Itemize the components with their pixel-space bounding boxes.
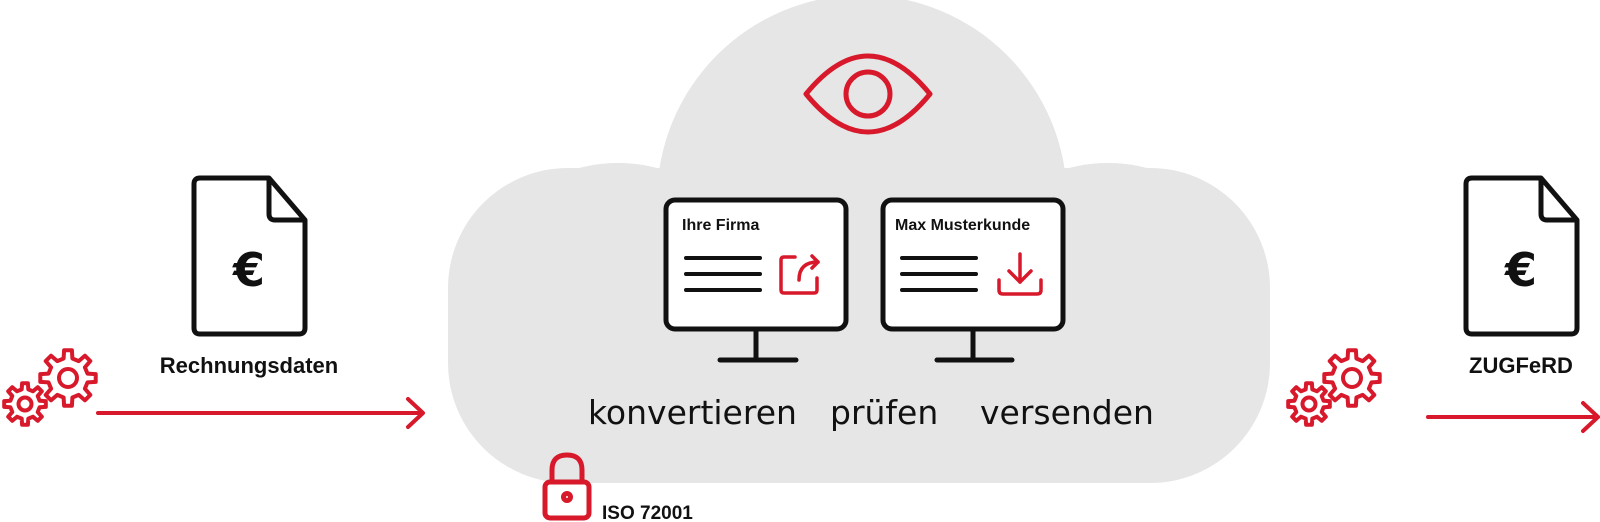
monitor-max-musterkunde: Max Musterkunde [880,197,1066,363]
invoice-document-icon: € [191,175,308,337]
step-label: prüfen [830,393,938,432]
arrow-right-flow [1426,401,1600,433]
gear-hole [57,367,79,389]
arrow-left-flow [96,397,425,429]
security-label: ISO 72001 [602,503,693,522]
euro-symbol: € [1504,243,1537,297]
gear-icon [2,381,48,427]
gear-hole [16,395,34,413]
gear-icon [1286,381,1332,427]
zugferd-document-icon: € [1463,175,1580,337]
step-label: versenden [980,393,1154,432]
gear-hole [1341,367,1363,389]
share-icon [779,254,820,295]
monitor-ihre-firma: Ihre Firma [663,197,849,363]
monitor-title: Max Musterkunde [895,217,1030,234]
gears-icon [1286,348,1382,427]
gear-icon [1322,348,1382,408]
eye-icon [803,53,933,135]
gears-icon [2,348,98,427]
document-label-zugferd: ZUGFeRD [1469,353,1573,378]
monitor-title: Ihre Firma [682,217,759,234]
document-label-rechnungsdaten: Rechnungsdaten [160,353,338,378]
download-icon [997,252,1043,296]
gear-icon [38,348,98,408]
lock-icon [542,452,592,521]
euro-symbol: € [232,243,265,297]
gear-hole [1300,395,1318,413]
step-label: konvertieren [588,393,797,432]
